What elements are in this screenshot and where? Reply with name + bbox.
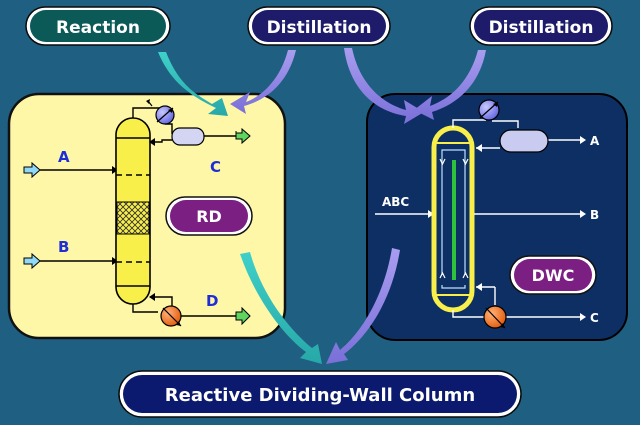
feed-a-label: A — [58, 148, 70, 166]
feed-b-label: B — [58, 238, 69, 256]
dwc-feed-stream — [375, 210, 434, 218]
distillation-to-rd-arrow — [230, 50, 296, 114]
rd-bottom-product-arrow — [235, 306, 251, 326]
distillation-pill-left: Distillation — [247, 6, 391, 46]
distillation-pill-right-label: Distillation — [489, 18, 594, 38]
dwc-feed-label: ABC — [382, 195, 409, 209]
rd-reboiler-loop — [132, 293, 236, 317]
dwc-side-draw-stream — [474, 210, 586, 218]
distillation-pill-left-label: Distillation — [267, 18, 372, 38]
dwc-reboiler-loop — [452, 283, 586, 321]
dwc-bottom-product-label: C — [590, 311, 599, 325]
dwc-reflux-drum-icon — [499, 129, 549, 153]
dwc-reboiler-icon — [483, 305, 507, 329]
dwc-to-result-arrow — [326, 248, 400, 364]
dwc-top-product-label: A — [590, 134, 600, 148]
dwc-column — [431, 125, 475, 313]
distillation-right-to-dwc-arrow — [414, 50, 486, 120]
result-title: Reactive Dividing-Wall Column — [165, 385, 475, 406]
rd-top-product-arrow — [235, 127, 251, 145]
rd-badge-label: RD — [196, 207, 222, 226]
rd-reflux-drum-icon — [171, 127, 205, 146]
rd-bottom-product-label: D — [206, 292, 218, 310]
result-pill: Reactive Dividing-Wall Column — [118, 370, 522, 418]
dwc-condenser-loop — [452, 119, 586, 152]
feed-a-stream — [23, 161, 118, 179]
reaction-to-rd-arrow — [158, 52, 228, 116]
dwc-badge: DWC — [509, 255, 597, 295]
rd-column — [115, 117, 151, 305]
reaction-pill-label: Reaction — [56, 18, 140, 38]
rd-badge: RD — [165, 196, 253, 236]
rd-to-result-arrow — [240, 252, 322, 364]
distillation-pill-right: Distillation — [469, 6, 613, 46]
feed-b-stream — [23, 252, 118, 270]
reaction-pill: Reaction — [25, 6, 171, 46]
distillation-left-to-dwc-arrow — [344, 48, 424, 124]
rd-condenser-icon — [146, 99, 175, 125]
rd-reboiler-icon — [160, 305, 182, 327]
dwc-condenser-icon — [478, 99, 500, 121]
dwc-side-product-label: B — [590, 208, 599, 222]
dwc-badge-label: DWC — [532, 266, 575, 285]
dwc-panel — [366, 93, 628, 341]
rd-top-product-label: C — [210, 158, 221, 176]
